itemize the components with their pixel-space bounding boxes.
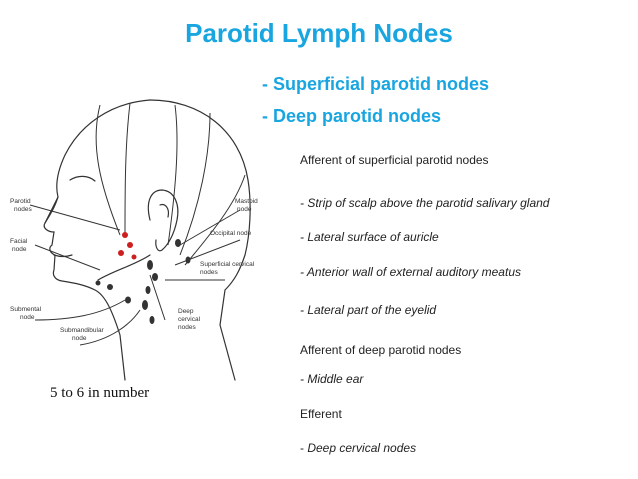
efferent-label: Deep cervical nodes bbox=[307, 441, 417, 455]
afferent-deep-item: - Middle ear bbox=[300, 372, 364, 386]
ear-inner bbox=[159, 203, 170, 218]
label-facial-node: Facial bbox=[10, 238, 28, 245]
label-deep-cervical-nodes: cervical bbox=[178, 316, 201, 323]
head-lymph-diagram: Parotid nodes Facial node Submental node… bbox=[10, 99, 258, 381]
subheading-superficial: - Superficial parotid nodes bbox=[262, 74, 490, 94]
label-submental-node: node bbox=[20, 314, 35, 321]
label-mastoid-node: node bbox=[237, 206, 252, 213]
label-deep-cervical-nodes: nodes bbox=[178, 324, 196, 331]
afferent-superficial-heading: Afferent of superficial parotid nodes bbox=[300, 153, 489, 167]
label-superficial-cervical-nodes: nodes bbox=[200, 269, 218, 276]
face-outline bbox=[43, 99, 151, 381]
eye-line bbox=[69, 175, 96, 182]
label-submandibular-node: node bbox=[72, 335, 87, 342]
afferent-superficial-item: - Lateral surface of auricle bbox=[300, 230, 439, 244]
head-outline bbox=[149, 99, 251, 381]
afferent-superficial-item: - Strip of scalp above the parotid saliv… bbox=[300, 196, 550, 210]
jaw-line bbox=[97, 254, 151, 281]
mouth-line bbox=[53, 254, 73, 258]
label-mastoid-node: Mastoid bbox=[235, 198, 258, 205]
subheading-deep: - Deep parotid nodes bbox=[262, 106, 442, 126]
label-submandibular-node: Submandibular bbox=[60, 327, 105, 334]
label-deep-cervical-nodes: Deep bbox=[178, 308, 194, 315]
label-parotid-nodes: Parotid bbox=[10, 198, 31, 205]
label-parotid-nodes: nodes bbox=[14, 206, 32, 213]
count-note: 5 to 6 in number bbox=[50, 385, 150, 401]
ear-outline bbox=[147, 189, 179, 252]
afferent-superficial-item: - Anterior wall of external auditory mea… bbox=[300, 265, 521, 279]
label-submental-node: Submental bbox=[10, 306, 42, 313]
label-superficial-cervical-nodes: Superficial cervical bbox=[200, 261, 255, 268]
label-facial-node: node bbox=[12, 246, 27, 253]
afferent-superficial-item: - Lateral part of the eyelid bbox=[300, 303, 437, 317]
efferent-item: - Deep cervical nodes bbox=[300, 441, 416, 455]
efferent-prefix: - bbox=[300, 441, 308, 455]
page-title: Parotid Lymph Nodes bbox=[185, 18, 453, 48]
afferent-deep-heading: Afferent of deep parotid nodes bbox=[300, 343, 462, 357]
label-occipital-node: Occipital node bbox=[210, 230, 252, 237]
efferent-heading: Efferent bbox=[300, 407, 342, 421]
